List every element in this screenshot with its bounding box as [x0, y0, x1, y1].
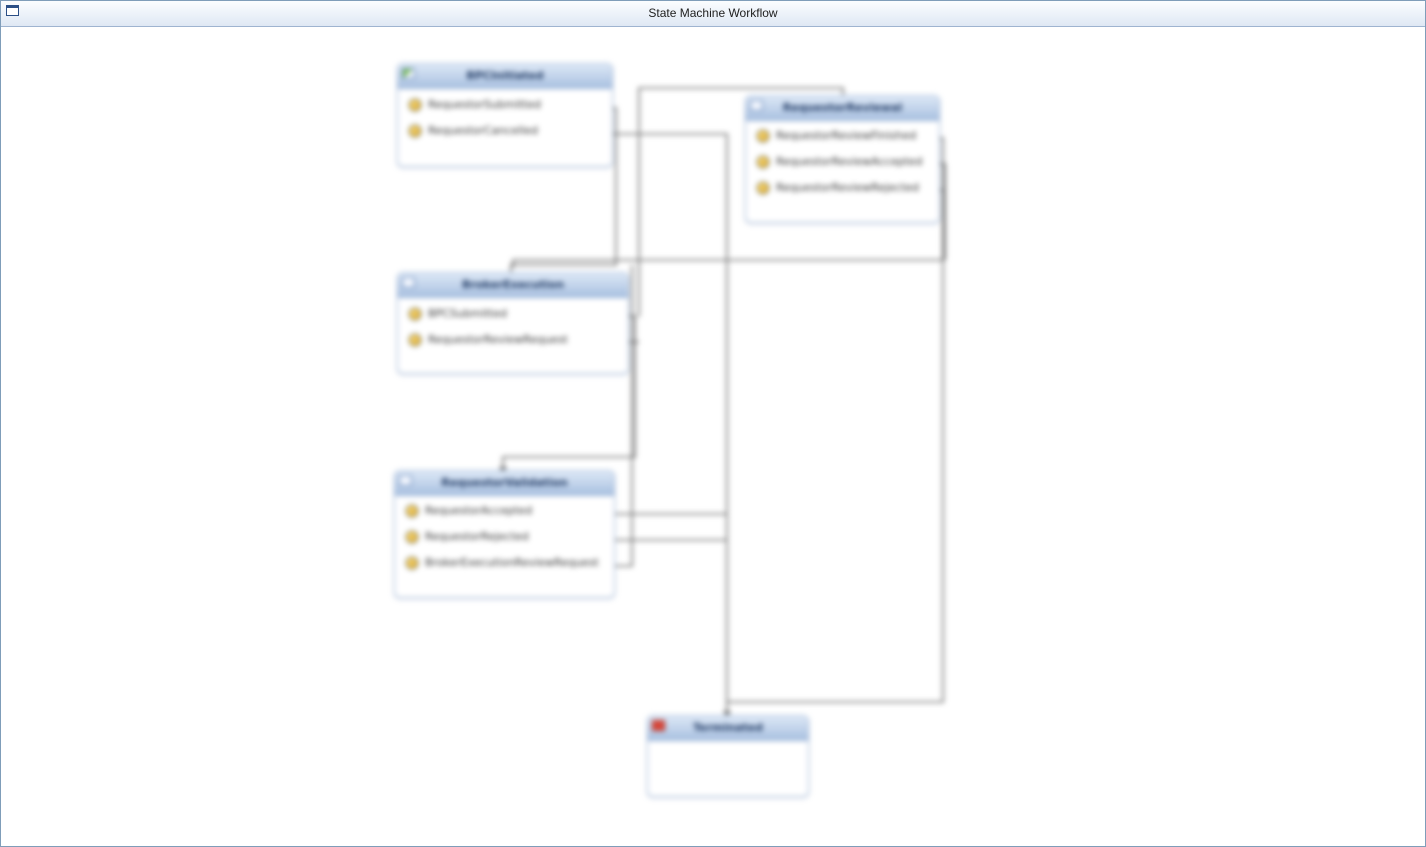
wire-execreview-to-broker [610, 265, 633, 567]
window-title: State Machine Workflow [648, 6, 778, 20]
event-item[interactable]: RequestorCancelled [408, 124, 538, 144]
event-item[interactable]: RequestorReviewAccepted [756, 155, 922, 175]
transition-wires [499, 87, 946, 717]
state-header: Terminated [648, 716, 808, 741]
state-review[interactable]: RequestorReviewal RequestorReviewFinishe… [745, 95, 940, 223]
state-header: RequestorValidation [395, 471, 614, 496]
event-label: RequestorReviewRequest [428, 333, 568, 346]
event-item[interactable]: RequestorAccepted [405, 504, 532, 524]
event-driven-icon [408, 124, 422, 138]
event-item[interactable]: RequestorReviewRejected [756, 181, 919, 201]
completed-state-icon [652, 720, 665, 731]
event-label: BrokerExecutionReviewRequest [425, 556, 599, 569]
state-name: BrokerExecution [461, 278, 565, 291]
state-header: BPCInitiated [398, 64, 612, 89]
event-label: RequestorAccepted [425, 504, 533, 517]
event-label: RequestorRejected [425, 530, 529, 543]
event-driven-icon [756, 155, 770, 169]
state-broker[interactable]: BrokerExecution BPCSubmitted RequestorRe… [397, 272, 629, 374]
state-terminated[interactable]: Terminated [647, 715, 809, 797]
event-label: RequestorReviewFinished [776, 129, 917, 142]
event-driven-icon [408, 333, 422, 347]
event-label: RequestorReviewRejected [776, 181, 920, 194]
state-header: RequestorReviewal [746, 96, 939, 121]
event-item[interactable]: RequestorReviewFinished [756, 129, 916, 149]
event-driven-icon [405, 556, 419, 570]
wire-broker-to-review [638, 87, 844, 317]
arrowhead [723, 711, 731, 717]
state-icon [750, 100, 763, 111]
state-icon [402, 277, 415, 288]
window-icon[interactable] [6, 5, 19, 16]
title-bar[interactable]: State Machine Workflow [1, 1, 1425, 27]
event-label: RequestorSubmitted [428, 98, 542, 111]
state-name: Terminated [692, 721, 763, 734]
event-driven-icon [405, 504, 419, 518]
state-header: BrokerExecution [398, 273, 628, 298]
event-driven-icon [405, 530, 419, 544]
event-item[interactable]: BPCSubmitted [408, 307, 507, 327]
event-driven-icon [756, 129, 770, 143]
event-label: RequestorReviewAccepted [776, 155, 923, 168]
event-item[interactable]: RequestorSubmitted [408, 98, 541, 118]
state-name: RequestorValidation [441, 476, 568, 489]
initial-state-icon [402, 68, 415, 79]
event-driven-icon [756, 181, 770, 195]
state-name: BPCInitiated [466, 69, 544, 82]
event-item[interactable]: RequestorReviewRequest [408, 333, 568, 353]
event-label: RequestorCancelled [428, 124, 539, 137]
event-item[interactable]: RequestorRejected [405, 530, 529, 550]
event-driven-icon [408, 307, 422, 321]
event-label: BPCSubmitted [428, 307, 507, 320]
event-driven-icon [408, 98, 422, 112]
state-icon [399, 475, 412, 486]
state-name: RequestorReviewal [782, 101, 903, 114]
wire-review-rejected-to-terminated [727, 189, 944, 703]
event-item[interactable]: BrokerExecutionReviewRequest [405, 556, 599, 576]
state-validation[interactable]: RequestorValidation RequestorAccepted Re… [394, 470, 615, 598]
state-initiated[interactable]: BPCInitiated RequestorSubmitted Requesto… [397, 63, 613, 167]
designer-canvas[interactable]: BPCInitiated RequestorSubmitted Requesto… [1, 27, 1425, 846]
